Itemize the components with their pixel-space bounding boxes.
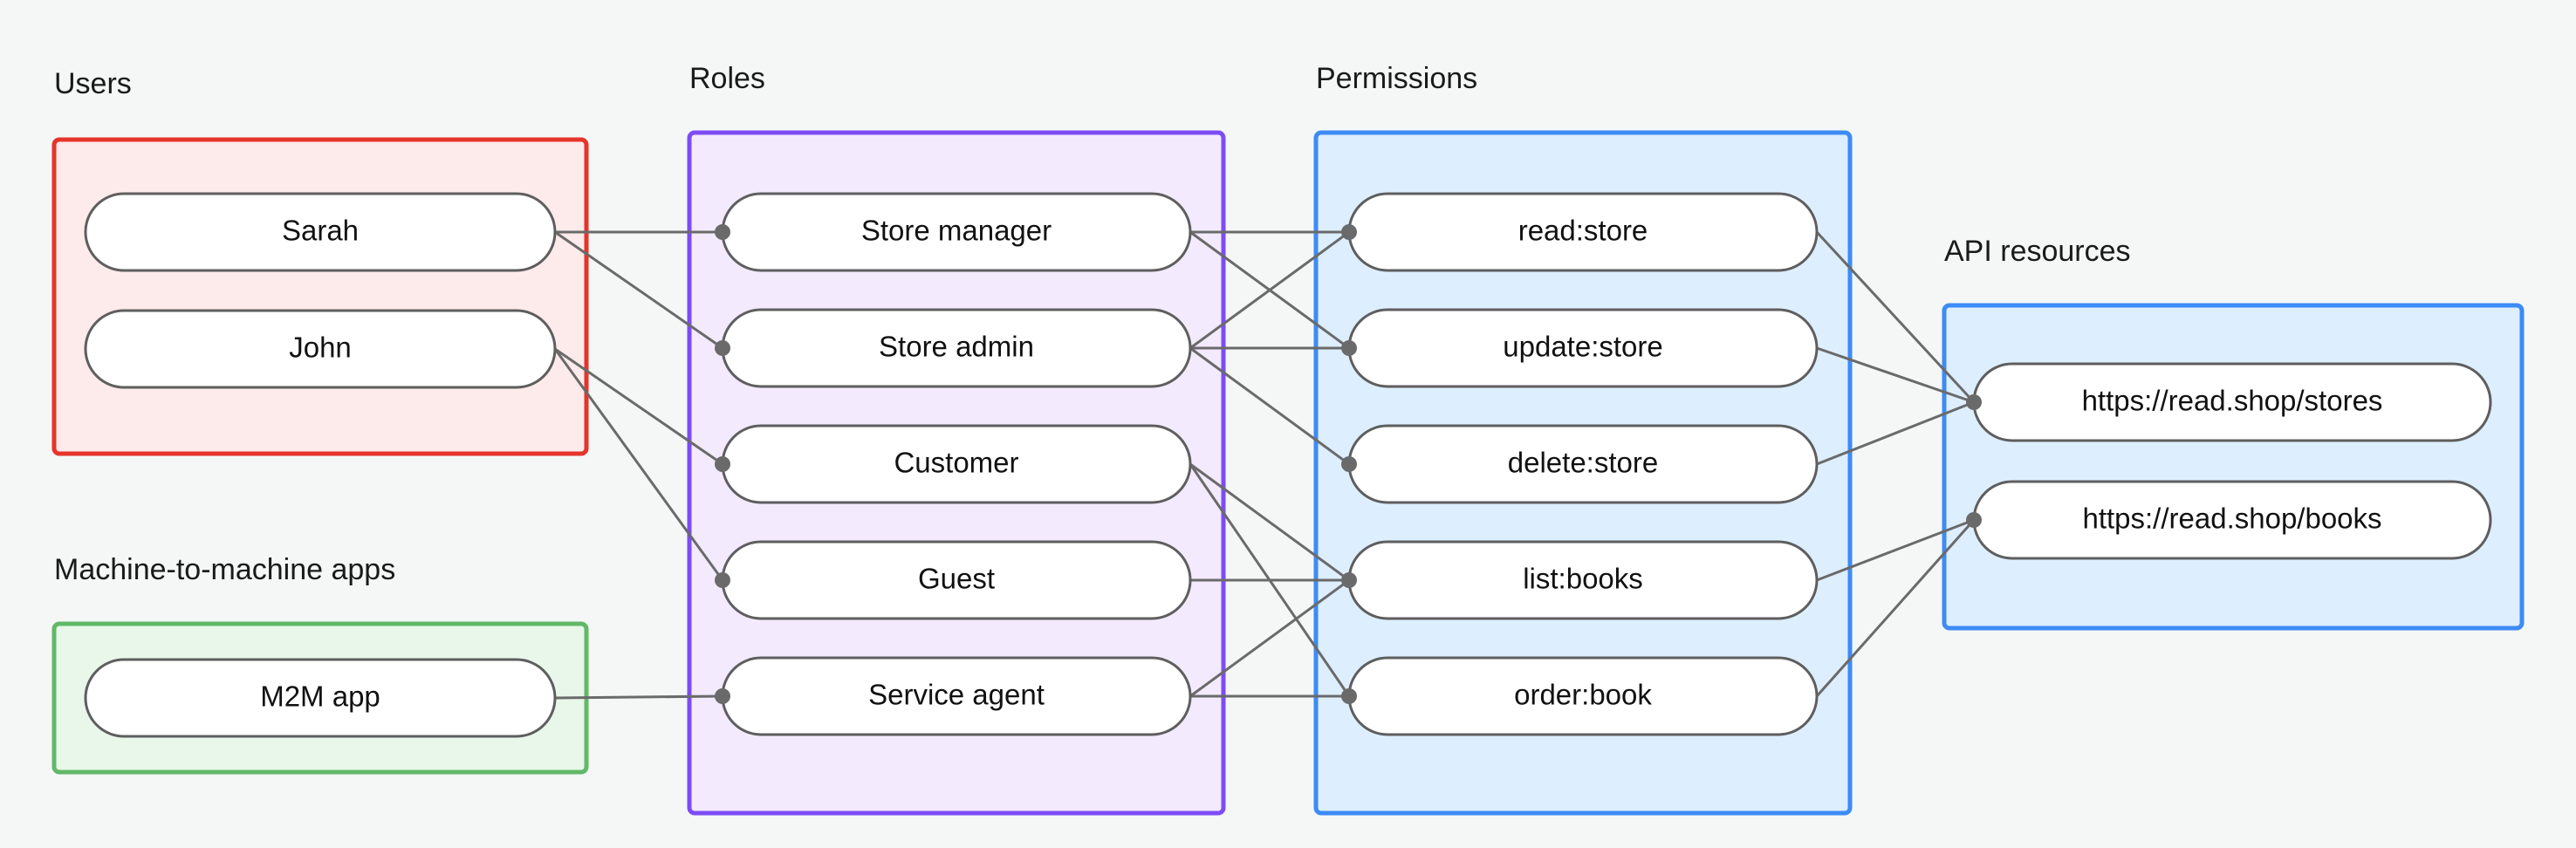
node-label-res-stores: https://read.shop/stores — [2082, 385, 2383, 417]
edge-endpoint-dot-delete-store — [1341, 456, 1357, 472]
node-label-res-books: https://read.shop/books — [2082, 503, 2381, 535]
node-label-customer: Customer — [894, 447, 1018, 479]
node-label-store-manager: Store manager — [861, 215, 1052, 247]
edge-endpoint-dot-order-book — [1341, 688, 1357, 704]
edge-endpoint-dot-service-agent — [715, 688, 730, 704]
edge-read-store-to-res-stores — [1815, 230, 1976, 404]
node-label-list-books: list:books — [1523, 563, 1643, 595]
node-m2m-app[interactable] — [84, 658, 557, 738]
edge-sarah-to-store-admin — [554, 230, 723, 350]
edge-m2m-app-to-service-agent — [554, 694, 723, 700]
group-title-users: Users — [54, 67, 132, 100]
edge-john-to-guest — [553, 348, 724, 581]
group-title-permissions: Permissions — [1316, 62, 1477, 95]
node-label-sarah: Sarah — [282, 215, 359, 247]
edge-john-to-customer — [554, 347, 723, 466]
group-title-m2m: Machine-to-machine apps — [54, 553, 395, 586]
node-john[interactable] — [84, 309, 557, 389]
group-box-api-resources — [1942, 303, 2525, 631]
edge-endpoint-dot-customer — [715, 456, 730, 472]
edge-endpoint-dot-store-manager — [715, 224, 730, 240]
edge-service-agent-to-list-books — [1189, 578, 1350, 698]
node-sarah[interactable] — [84, 192, 557, 272]
node-label-m2m-app: M2M app — [260, 680, 380, 713]
group-box-users — [51, 137, 589, 456]
group-title-api-resources: API resources — [1944, 235, 2131, 268]
edge-endpoint-dot-guest — [715, 572, 730, 588]
edge-update-store-to-res-stores — [1816, 346, 1975, 404]
edge-endpoint-dot-res-stores — [1966, 394, 1982, 410]
edge-order-book-to-res-books — [1815, 519, 1976, 697]
node-label-store-admin: Store admin — [879, 331, 1034, 363]
node-label-service-agent: Service agent — [868, 679, 1045, 711]
edge-customer-to-list-books — [1189, 462, 1350, 582]
edge-endpoint-dot-update-store — [1341, 340, 1357, 356]
node-label-order-book: order:book — [1514, 679, 1652, 711]
node-label-guest: Guest — [918, 563, 995, 595]
edge-endpoint-dot-res-books — [1966, 512, 1982, 528]
edge-store-admin-to-delete-store — [1189, 346, 1350, 466]
node-label-update-store: update:store — [1503, 331, 1662, 363]
node-label-read-store: read:store — [1518, 215, 1648, 247]
group-title-roles: Roles — [689, 62, 765, 95]
node-label-delete-store: delete:store — [1508, 447, 1658, 479]
edge-endpoint-dot-read-store — [1341, 224, 1357, 240]
edge-endpoint-dot-store-admin — [715, 340, 730, 356]
edges-layer — [553, 230, 1976, 700]
edge-endpoint-dots-layer — [715, 224, 1982, 704]
edge-delete-store-to-res-stores — [1816, 400, 1975, 466]
edge-list-books-to-res-books — [1816, 518, 1975, 582]
edge-endpoint-dot-list-books — [1341, 572, 1357, 588]
node-label-john: John — [289, 332, 352, 364]
edge-store-admin-to-read-store — [1189, 230, 1350, 350]
